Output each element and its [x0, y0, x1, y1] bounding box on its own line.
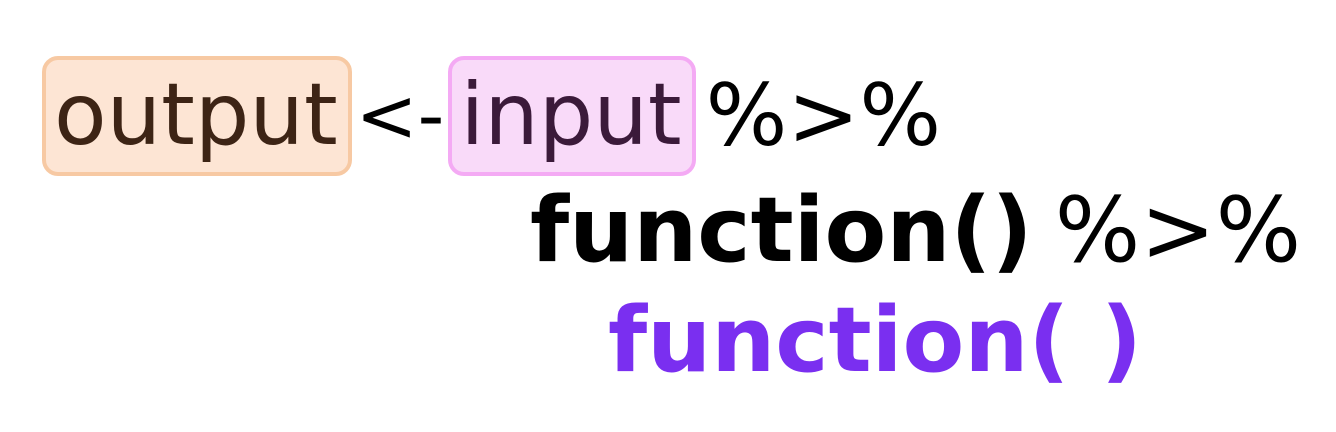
code-line-1: output <- input %>%: [42, 52, 941, 180]
output-token: output: [42, 56, 352, 176]
input-token: input: [448, 56, 696, 176]
assign-operator: <-: [355, 73, 445, 159]
code-line-2: function()%>%: [530, 186, 1301, 276]
function-call-1: function(): [530, 178, 1033, 283]
pipe-operator-1: %>%: [705, 66, 942, 166]
pipe-operator-2: %>%: [1054, 178, 1302, 283]
function-call-2: function( ): [608, 288, 1143, 393]
code-line-3: function( ): [608, 296, 1142, 386]
